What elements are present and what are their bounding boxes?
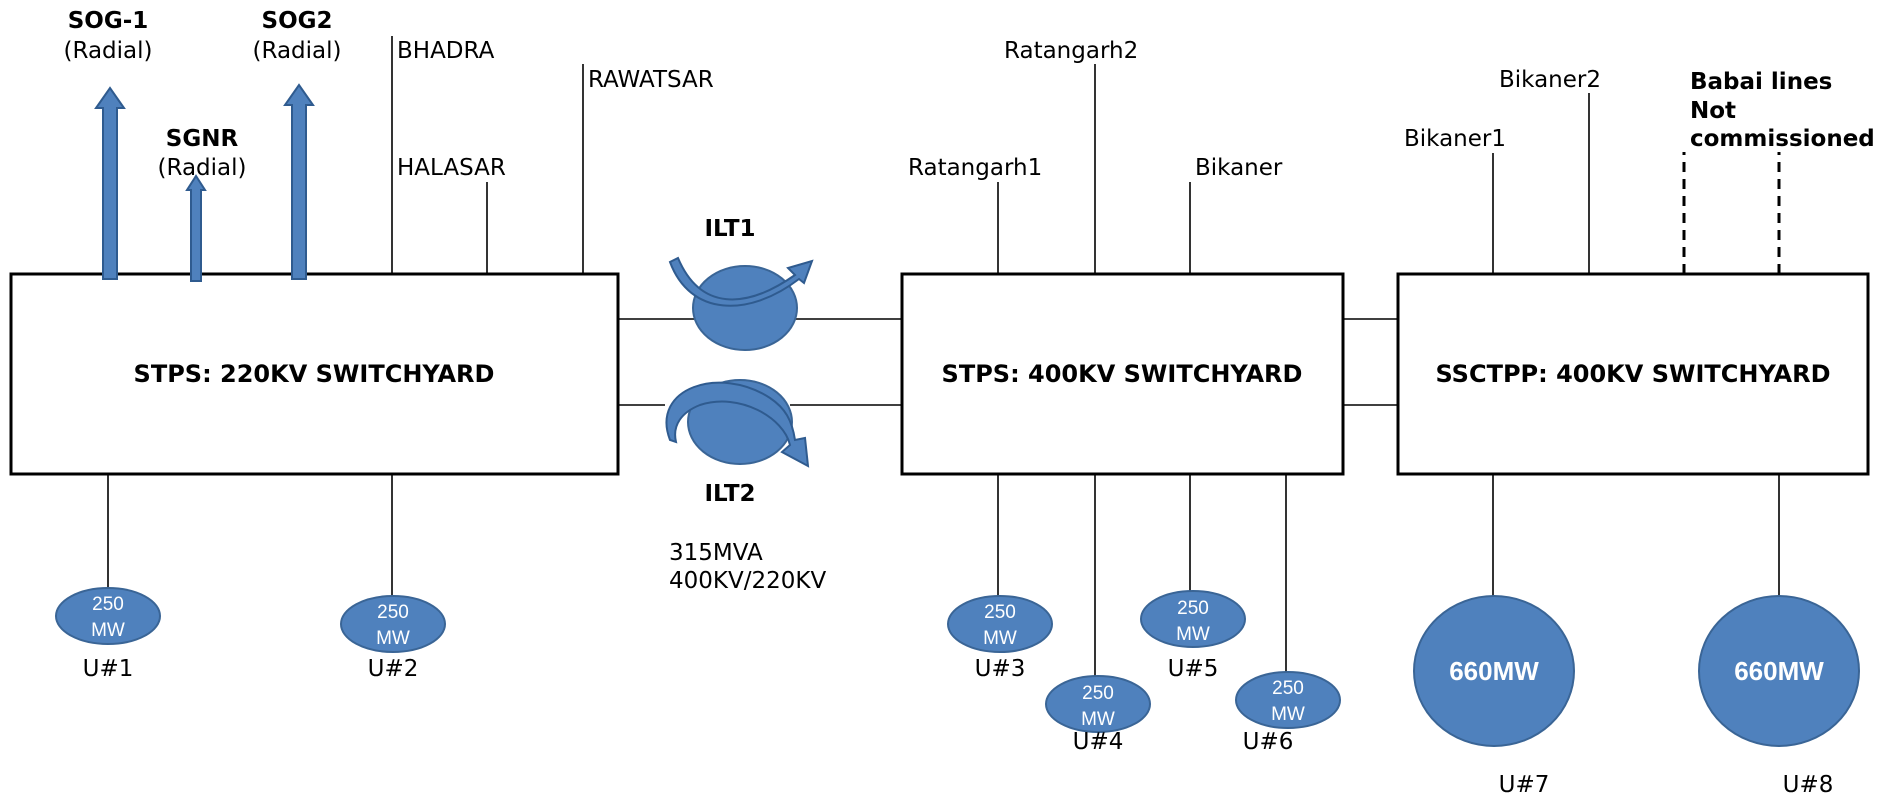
sog2-radial-note: (Radial) bbox=[253, 38, 342, 64]
sgnr-label: SGNR bbox=[166, 126, 239, 152]
u7-generator-icon bbox=[1413, 595, 1575, 747]
babai-commissioned-label: commissioned bbox=[1690, 126, 1875, 152]
u5-generator-icon bbox=[1140, 590, 1246, 648]
u2-capacity-unit: MW bbox=[376, 628, 410, 649]
sog1-arrow-icon bbox=[94, 86, 126, 280]
u6-capacity-unit: MW bbox=[1271, 704, 1305, 725]
stps-400kv-switchyard-box bbox=[900, 272, 1345, 476]
bikaner2-label: Bikaner2 bbox=[1499, 67, 1601, 93]
u8-capacity: 660MW bbox=[1734, 656, 1824, 686]
u3-label: U#3 bbox=[975, 656, 1026, 682]
u7-label: U#7 bbox=[1499, 772, 1550, 798]
bhadra-label: BHADRA bbox=[397, 38, 495, 64]
sog2-arrow-icon bbox=[283, 83, 315, 280]
sog1-radial-note: (Radial) bbox=[64, 38, 153, 64]
u8-generator-icon bbox=[1698, 595, 1860, 747]
ilt1-transformer-icon bbox=[668, 256, 814, 351]
u3-generator-icon bbox=[947, 595, 1053, 653]
babai-lines-label: Babai lines bbox=[1690, 69, 1832, 95]
u5-capacity-value: 250 bbox=[1177, 598, 1209, 619]
sgnr-radial-note: (Radial) bbox=[158, 155, 247, 181]
u4-capacity-value: 250 bbox=[1082, 683, 1114, 704]
u3-capacity-unit: MW bbox=[983, 628, 1017, 649]
stps-400kv-switchyard-label: STPS: 400KV SWITCHYARD bbox=[942, 360, 1303, 388]
u2-capacity-value: 250 bbox=[377, 602, 409, 623]
u4-label: U#4 bbox=[1073, 729, 1124, 755]
ilt2-transformer-icon bbox=[665, 379, 810, 468]
u5-capacity-unit: MW bbox=[1176, 624, 1210, 645]
ilt-rating-voltage: 400KV/220KV bbox=[669, 568, 826, 594]
ilt-rating-mva: 315MVA bbox=[669, 540, 763, 566]
u1-label: U#1 bbox=[83, 656, 134, 682]
u4-capacity-unit: MW bbox=[1081, 709, 1115, 730]
bikaner1-label: Bikaner1 bbox=[1404, 126, 1506, 152]
u2-label: U#2 bbox=[368, 656, 419, 682]
u7-capacity: 660MW bbox=[1449, 656, 1539, 686]
u6-generator-icon bbox=[1235, 671, 1341, 729]
u2-generator-icon bbox=[340, 595, 446, 653]
bikaner-label: Bikaner bbox=[1195, 155, 1283, 181]
ssctpp-400kv-switchyard-label: SSCTPP: 400KV SWITCHYARD bbox=[1435, 360, 1830, 388]
ssctpp-400kv-switchyard-box bbox=[1396, 272, 1870, 476]
babai-not-label: Not bbox=[1690, 98, 1736, 124]
stps-220kv-switchyard-box bbox=[9, 272, 620, 476]
sgnr-arrow-icon bbox=[185, 174, 207, 282]
ilt2-label: ILT2 bbox=[704, 481, 755, 507]
u6-label: U#6 bbox=[1243, 729, 1294, 755]
u8-label: U#8 bbox=[1783, 772, 1834, 798]
ratangarh1-label: Ratangarh1 bbox=[908, 155, 1042, 181]
sog2-label: SOG2 bbox=[262, 8, 333, 34]
u1-capacity-unit: MW bbox=[91, 620, 125, 641]
u4-generator-icon bbox=[1045, 675, 1151, 733]
stps-220kv-switchyard-label: STPS: 220KV SWITCHYARD bbox=[134, 360, 495, 388]
u1-capacity-value: 250 bbox=[92, 594, 124, 615]
rawatsar-label: RAWATSAR bbox=[588, 67, 714, 93]
ilt1-label: ILT1 bbox=[704, 216, 755, 242]
u6-capacity-value: 250 bbox=[1272, 678, 1304, 699]
u1-generator-icon bbox=[55, 587, 161, 645]
u5-label: U#5 bbox=[1168, 656, 1219, 682]
sog1-label: SOG-1 bbox=[68, 8, 149, 34]
u3-capacity-value: 250 bbox=[984, 602, 1016, 623]
ratangarh2-label: Ratangarh2 bbox=[1004, 38, 1138, 64]
halasar-label: HALASAR bbox=[397, 155, 506, 181]
